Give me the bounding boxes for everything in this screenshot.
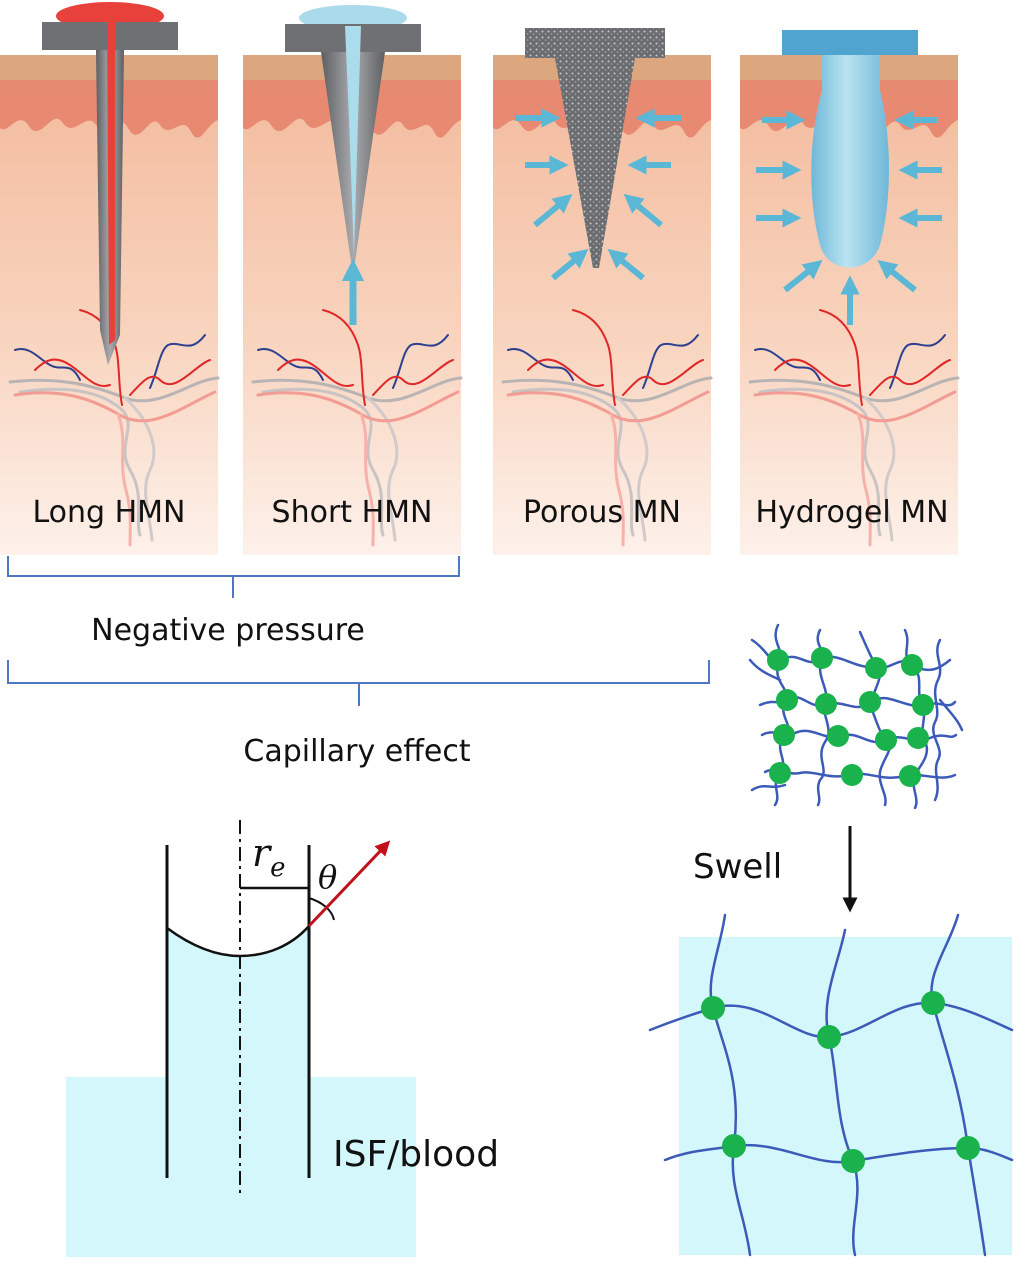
polymer-network-dry — [748, 623, 964, 810]
hydrogel-microneedle — [782, 30, 918, 268]
short-hollow-microneedle — [285, 5, 421, 262]
label-long-hmn: Long HMN — [32, 495, 185, 530]
label-hydrogel-mn: Hydrogel MN — [755, 495, 948, 530]
panel-porous-mn — [491, 28, 713, 557]
porous-microneedle — [525, 28, 665, 268]
bracket-negative-pressure — [7, 556, 460, 598]
contact-angle-arrow — [307, 840, 391, 928]
long-hollow-microneedle — [42, 2, 178, 365]
swell-label: Swell — [693, 847, 782, 887]
contact-angle-symbol: θ — [318, 858, 337, 896]
label-capillary-effect: Capillary effect — [243, 734, 470, 769]
inflow-arrows — [515, 108, 681, 281]
bracket-capillary-effect — [7, 660, 710, 706]
fluid-column — [167, 926, 309, 1180]
label-porous-mn: Porous MN — [523, 495, 681, 530]
fluid-label: ISF/blood — [333, 1134, 499, 1175]
capillary-diagram: re θ ISF/blood — [66, 820, 499, 1257]
label-negative-pressure: Negative pressure — [91, 613, 365, 648]
panel-long-hmn — [0, 2, 220, 557]
label-short-hmn: Short HMN — [272, 495, 433, 530]
panel-short-hmn — [241, 5, 463, 557]
panel-hydrogel-mn — [738, 30, 960, 557]
radius-symbol: re — [252, 831, 286, 883]
polymer-network-swollen — [648, 913, 1014, 1257]
inflow-arrows — [756, 110, 942, 325]
contact-angle-arc — [308, 897, 335, 921]
